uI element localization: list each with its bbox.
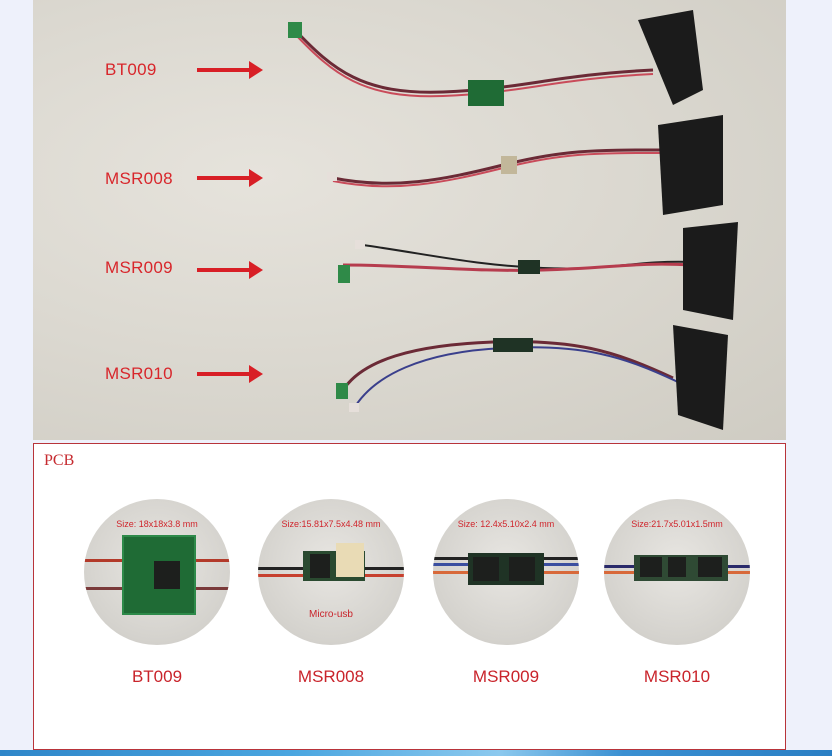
pcb-name-msr008: MSR008 <box>297 667 365 686</box>
product-photo: BT009 MSR008 MSR009 MSR010 <box>33 0 786 440</box>
pcb-size-msr010: Size:21.7x5.01x1.5mm <box>631 519 723 529</box>
pcb-item-bt009: Size: 18x18x3.8 mm BT009 <box>82 499 232 687</box>
label-msr008: MSR008 <box>105 169 173 188</box>
pcb-size-msr008: Size:15.81x7.5x4.48 mm <box>281 519 381 529</box>
pcb-title: PCB <box>44 452 75 469</box>
pcb-panel: PCB Size: 18x18x3.8 mm BT009 Size:15.81x… <box>33 443 786 750</box>
pcb-name-msr010: MSR010 <box>643 667 711 686</box>
arrow-right-icon <box>197 169 263 187</box>
pcb-item-msr009: Size: 12.4x5.10x2.4 mm MSR009 <box>431 499 581 687</box>
pcb-photo-bt009: Size: 18x18x3.8 mm <box>84 499 230 645</box>
pcb-name-bt009: BT009 <box>131 667 183 686</box>
pcb-photo-msr010: Size:21.7x5.01x1.5mm <box>604 499 750 645</box>
pcb-item-msr010: Size:21.7x5.01x1.5mm MSR010 <box>602 499 752 687</box>
pcb-photo-msr009: Size: 12.4x5.10x2.4 mm <box>433 499 579 645</box>
pcb-photo-msr008: Size:15.81x7.5x4.48 mm Micro-usb <box>258 499 404 645</box>
taskbar-strip <box>0 750 832 756</box>
label-msr010: MSR010 <box>105 364 173 383</box>
label-msr009: MSR009 <box>105 258 173 277</box>
micro-usb-annotation: Micro-usb <box>309 609 353 620</box>
arrow-right-icon <box>197 261 263 279</box>
pcb-item-msr008: Size:15.81x7.5x4.48 mm Micro-usb MSR008 <box>256 499 406 687</box>
arrow-right-icon <box>197 61 263 79</box>
card-reader-cables-illustration <box>288 10 738 430</box>
pcb-size-bt009: Size: 18x18x3.8 mm <box>116 519 198 529</box>
pcb-name-msr009: MSR009 <box>472 667 540 686</box>
label-bt009: BT009 <box>105 60 157 79</box>
pcb-size-msr009: Size: 12.4x5.10x2.4 mm <box>457 519 555 529</box>
arrow-right-icon <box>197 365 263 383</box>
